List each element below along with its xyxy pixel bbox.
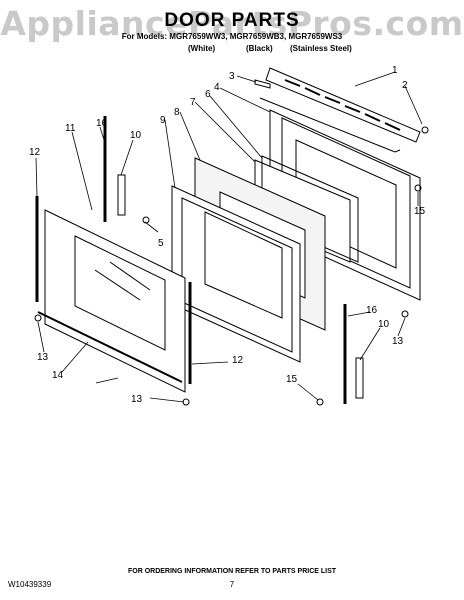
part-hinge-right xyxy=(355,357,364,399)
callout-13-bottom: 13 xyxy=(131,394,143,405)
part-outer-door-glass xyxy=(44,209,186,393)
part-trim-piece xyxy=(254,79,271,89)
callout-15-lower: 15 xyxy=(286,374,298,385)
finish-white: (White) xyxy=(188,44,216,53)
callout-7: 7 xyxy=(190,97,196,108)
callout-2: 2 xyxy=(402,80,408,91)
callout-8: 8 xyxy=(174,107,180,118)
part-door-vent-trim xyxy=(265,67,421,143)
leader-lines xyxy=(35,71,423,403)
callout-5: 5 xyxy=(158,238,164,249)
screw-2 xyxy=(421,126,429,134)
ordering-info: FOR ORDERING INFORMATION REFER TO PARTS … xyxy=(127,568,337,575)
callout-9: 9 xyxy=(160,115,166,126)
callout-12-right: 12 xyxy=(232,355,244,366)
finish-black: (Black) xyxy=(246,44,273,53)
callout-12-left: 12 xyxy=(29,147,41,158)
part-hinge-left xyxy=(117,174,126,216)
watermark: AppliancePartsPros.com xyxy=(0,4,464,43)
callout-14: 14 xyxy=(52,370,64,381)
part-inner-door-liner xyxy=(171,185,301,363)
screw-15-upper xyxy=(142,216,150,224)
models-line: For Models: MGR7659WW3, MGR7659WB3, MGR7… xyxy=(121,32,343,41)
callout-3: 3 xyxy=(229,71,235,82)
screw-13-left xyxy=(34,314,42,322)
callout-15-right: 15 xyxy=(414,206,426,217)
callout-13-right: 13 xyxy=(392,336,404,347)
callout-4: 4 xyxy=(214,82,220,93)
screw-15-right xyxy=(414,184,422,192)
callout-10-lower: 10 xyxy=(378,319,390,330)
screw-13-right xyxy=(401,310,409,318)
page-title: DOOR PARTS xyxy=(164,10,300,31)
screw-15-lower xyxy=(316,398,324,406)
doc-number: W10439339 xyxy=(8,580,52,589)
part-bottom-trim xyxy=(37,311,183,383)
callout-1: 1 xyxy=(392,65,398,76)
finish-stainless: (Stainless Steel) xyxy=(290,44,352,53)
page-number: 7 xyxy=(229,580,235,589)
callout-16-left: 16 xyxy=(96,118,108,129)
callout-16-right: 16 xyxy=(366,305,378,316)
callout-13-left: 13 xyxy=(37,352,49,363)
callout-10-upper: 10 xyxy=(130,130,142,141)
callout-11: 11 xyxy=(65,123,76,134)
callout-6: 6 xyxy=(205,89,211,100)
